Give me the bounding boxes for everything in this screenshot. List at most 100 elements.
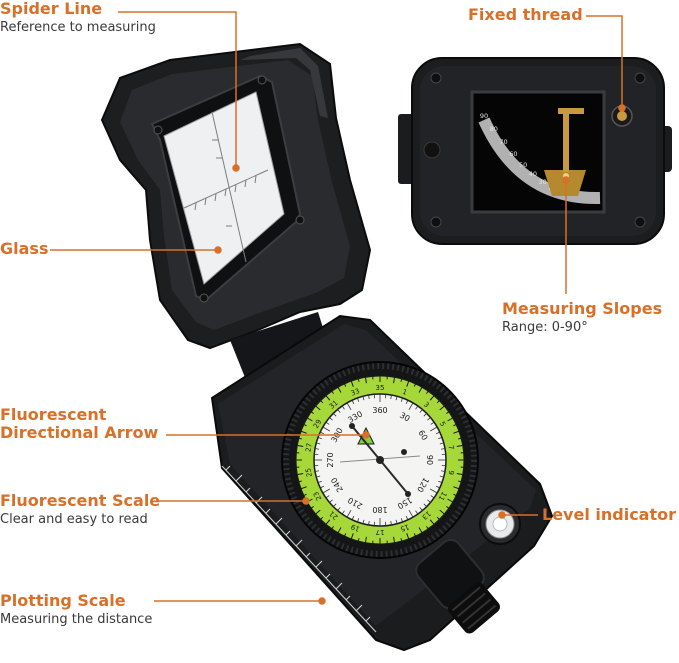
inner-tick xyxy=(322,488,330,494)
inner-tick xyxy=(440,448,446,450)
inner-tick xyxy=(436,431,440,435)
outer-tick xyxy=(344,533,347,537)
inner-tick xyxy=(390,394,392,400)
outer-tick xyxy=(436,516,440,520)
outer-scale-number: 19 xyxy=(350,522,361,533)
plotting-scale-title: Plotting Scale xyxy=(0,591,126,610)
inner-tick xyxy=(405,400,409,404)
outer-scale-number: 31 xyxy=(328,399,340,411)
outer-tick xyxy=(439,509,445,515)
inner-tick xyxy=(357,397,360,402)
outer-tick xyxy=(453,493,457,496)
inner-tick xyxy=(415,510,419,515)
level-indicator-title: Level indicator xyxy=(542,505,677,524)
outer-scale-number: 35 xyxy=(376,384,385,392)
outer-tick xyxy=(429,519,435,525)
outer-tick xyxy=(364,377,367,384)
inner-tick xyxy=(346,402,352,410)
outer-tick xyxy=(426,526,429,530)
outer-tick xyxy=(320,400,324,404)
outer-tick xyxy=(310,506,314,509)
clinometer-number: 80 xyxy=(490,125,498,133)
outer-tick xyxy=(453,424,457,427)
callout-plotting-scale: Plotting Scale Measuring the distance xyxy=(0,591,153,628)
outer-tick xyxy=(350,380,354,387)
inner-tick xyxy=(333,413,337,417)
outer-tick xyxy=(418,527,423,533)
outer-tick xyxy=(453,430,460,434)
inner-tick xyxy=(427,499,431,503)
dial-number: 90 xyxy=(425,455,434,465)
inner-tick xyxy=(423,503,427,507)
outer-tick xyxy=(458,480,462,483)
outer-tick xyxy=(413,533,416,537)
outer-scale-number: 3 xyxy=(422,400,431,409)
inner-tick xyxy=(325,421,330,425)
measuring-slopes-subtitle: Range: 0-90° xyxy=(502,320,588,336)
plotting-scale-subtitle: Measuring the distance xyxy=(0,612,153,628)
outer-tick xyxy=(456,444,463,447)
outer-tick xyxy=(364,536,367,543)
outer-scale-number: 15 xyxy=(399,522,410,533)
outer-scale-number: 21 xyxy=(328,509,340,521)
outer-tick xyxy=(310,411,314,414)
outer-tick xyxy=(446,411,450,414)
fixed-thread-title: Fixed thread xyxy=(468,5,583,24)
inner-tick xyxy=(439,442,444,445)
outer-scale-number: 25 xyxy=(304,467,313,477)
inner-tick xyxy=(337,507,341,511)
outer-scale-number: 23 xyxy=(312,490,323,502)
fluorescent-arrow-title-1: Fluorescent xyxy=(0,405,107,424)
callout-fluorescent-scale: Fluorescent Scale Clear and easy to read xyxy=(0,491,161,528)
inner-tick xyxy=(341,405,345,410)
inner-tick xyxy=(427,417,431,421)
fluorescent-scale-title: Fluorescent Scale xyxy=(0,491,161,510)
fluorescent-arrow-title-2: Directional Arrow xyxy=(0,423,159,443)
outer-tick xyxy=(298,437,302,440)
outer-tick xyxy=(337,387,342,393)
outer-scale-number: 11 xyxy=(437,490,448,502)
inner-tick xyxy=(322,426,330,432)
inner-tick xyxy=(390,520,392,526)
outer-tick xyxy=(393,377,396,384)
outer-tick xyxy=(297,473,304,476)
outer-tick xyxy=(429,395,435,401)
inner-tick xyxy=(317,437,322,440)
inner-tick xyxy=(357,518,360,523)
inner-tick xyxy=(362,519,365,524)
clinometer-number: 30 xyxy=(539,178,547,186)
outer-scale-number: 13 xyxy=(420,509,432,521)
inner-tick xyxy=(351,400,355,404)
outer-tick xyxy=(357,378,360,382)
callout-glass: Glass xyxy=(0,239,49,258)
outer-tick xyxy=(300,486,307,490)
dial-number: 180 xyxy=(372,505,387,514)
glass-title: Glass xyxy=(0,239,49,258)
outer-tick xyxy=(406,380,410,387)
outer-scale-number: 17 xyxy=(376,528,385,536)
inner-tick xyxy=(415,405,419,410)
inner-tick xyxy=(368,520,370,526)
outer-tick xyxy=(393,536,396,543)
outer-tick xyxy=(418,387,423,393)
outer-tick xyxy=(400,538,403,542)
callout-lines xyxy=(50,11,626,605)
outer-tick xyxy=(350,533,354,540)
inner-tick xyxy=(419,507,423,511)
outer-tick xyxy=(456,473,463,476)
inner-tick xyxy=(333,503,337,507)
inner-tick xyxy=(314,448,320,450)
outer-tick xyxy=(446,506,450,509)
callout-fluorescent-arrow: Fluorescent Directional Arrow xyxy=(0,405,159,443)
inner-tick xyxy=(438,437,443,440)
inner-tick xyxy=(395,396,398,401)
inner-tick xyxy=(337,409,341,413)
outer-tick xyxy=(453,486,460,490)
outer-tick xyxy=(413,383,416,387)
inner-tick xyxy=(430,421,435,425)
inner-tick xyxy=(317,480,322,483)
outer-tick xyxy=(320,516,324,520)
outer-scale-number: 5 xyxy=(438,420,447,428)
dial-number: 360 xyxy=(372,406,387,415)
